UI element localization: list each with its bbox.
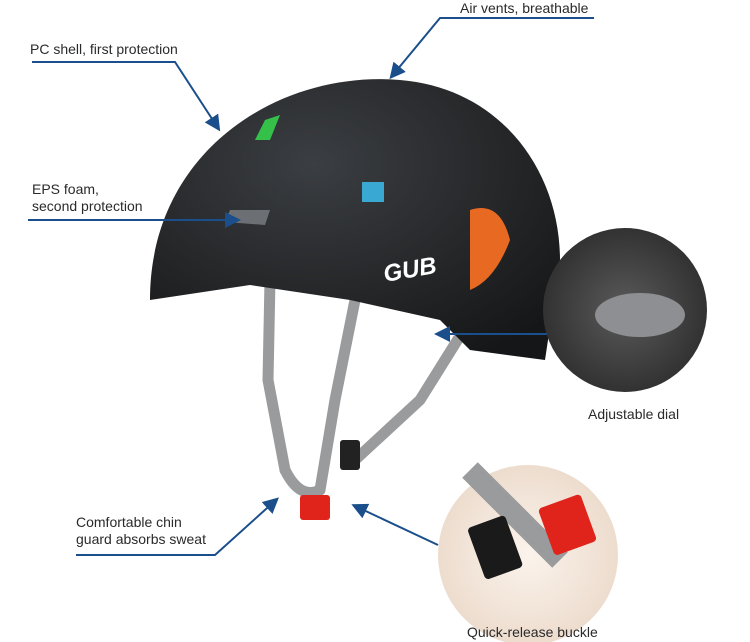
label-dial: Adjustable dial bbox=[588, 406, 680, 422]
label-chin-guard: Comfortable chin guard absorbs sweat bbox=[76, 514, 206, 548]
buckle-black bbox=[340, 440, 360, 470]
green-graphic bbox=[255, 115, 280, 140]
label-air-vents: Air vents, breathable bbox=[460, 0, 589, 16]
label-chin-line2: guard absorbs sweat bbox=[76, 531, 206, 547]
chin-straps bbox=[262, 274, 476, 498]
helmet-shell bbox=[150, 79, 560, 360]
label-eps-line2: second protection bbox=[32, 198, 143, 214]
inset-strap bbox=[462, 462, 568, 568]
inset-buckle-red bbox=[538, 494, 597, 555]
orange-graphic bbox=[470, 208, 510, 290]
buckle-inset bbox=[438, 465, 618, 642]
callout-lines bbox=[28, 17, 594, 556]
blue-graphic bbox=[362, 182, 384, 202]
inset-buckle-black bbox=[468, 515, 523, 580]
buckle-red bbox=[300, 495, 330, 520]
label-buckle: Quick-release buckle bbox=[467, 624, 598, 640]
label-eps-foam: EPS foam, second protection bbox=[32, 181, 143, 215]
label-eps-line1: EPS foam, bbox=[32, 181, 99, 197]
label-chin-line1: Comfortable chin bbox=[76, 514, 182, 530]
label-pc-shell: PC shell, first protection bbox=[30, 41, 178, 57]
dial bbox=[595, 293, 685, 337]
